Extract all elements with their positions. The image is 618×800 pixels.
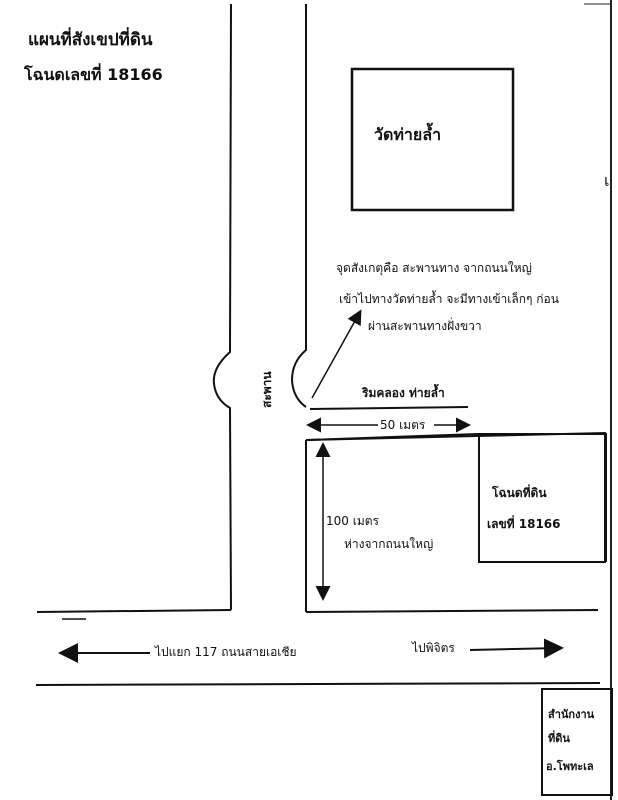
deed-plot-box (478, 433, 606, 563)
stamp-line-2: ที่ดิน (548, 730, 570, 745)
temple-label: วัดท่ายล้ำ (374, 122, 441, 144)
depth-label-line-2: ห่างจากถนนใหญ่ (344, 537, 433, 551)
note-line-3: ผ่านสะพานทางฝั่งขวา (368, 317, 482, 333)
bridge-label: สะพาน (260, 371, 274, 408)
right-direction-arrow (469, 638, 564, 659)
width-label-bg (378, 416, 434, 432)
canal-line (309, 406, 469, 410)
side-road-right-edge (290, 4, 307, 408)
bridge-pointer-arrow (311, 309, 362, 399)
right-direction-label: ไปพิจิตร (411, 641, 455, 655)
main-road-top-right (305, 609, 599, 613)
main-road-bottom (35, 682, 601, 686)
deed-number-title: โฉนดเลขที่ 18166 (23, 63, 163, 84)
stamp-line-3: อ.โพทะเล (546, 759, 594, 773)
side-road-left-edge (212, 3, 232, 611)
note-line-1: จุดสังเกตุคือ สะพานทาง จากถนนใหญ่ (336, 261, 532, 276)
margin-mark: เ (604, 171, 609, 190)
canal-label: ริมคลอง ท่ายล้ำ (361, 383, 444, 400)
main-road-top-left (36, 609, 232, 613)
temple-box (350, 67, 515, 212)
plot-label-line-1: โฉนดที่ดิน (491, 484, 547, 500)
depth-label-line-1: 100 เมตร (326, 514, 380, 528)
land-office-stamp-box (541, 688, 613, 796)
left-direction-label: ไปแยก 117 ถนนสายเอเชีย (154, 645, 297, 659)
width-label: 50 เมตร (380, 418, 426, 432)
note-line-2: เข้าไปทางวัดท่ายล้ำ จะมีทางเข้าเล็กๆ ก่อ… (339, 290, 559, 306)
map-title: แผนที่สังเขปที่ดิน (28, 27, 153, 50)
plot-label-line-2: เลขที่ 18166 (487, 515, 561, 531)
stamp-line-1: สำนักงาน (548, 708, 595, 721)
